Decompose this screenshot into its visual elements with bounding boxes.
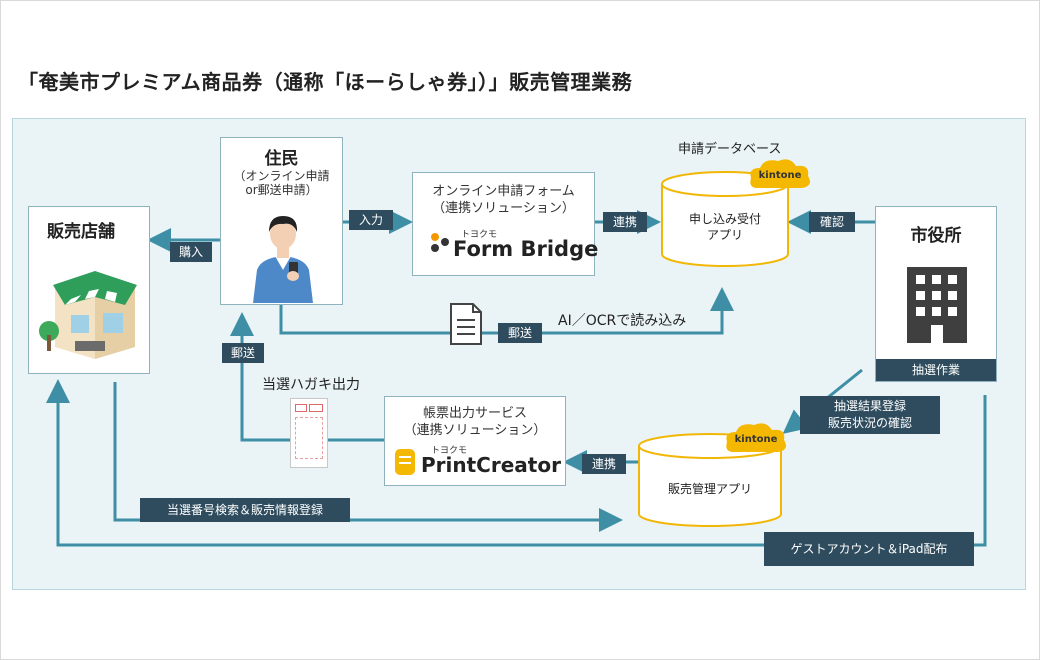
printcreator-logo-icon (395, 449, 415, 475)
label-postcard: 当選ハガキ出力 (262, 377, 360, 393)
document-icon (450, 303, 482, 345)
store-building-icon (39, 271, 137, 359)
label-ocr: AI／OCRで読み込み (558, 313, 687, 329)
label-link2: 連携 (582, 454, 626, 474)
cityhall-node: 市役所 抽選作業 (875, 206, 997, 382)
form-brand-small: トヨクモ (461, 230, 498, 240)
print-brand: PrintCreator (421, 453, 561, 477)
db1-caption: 申請データベース (678, 142, 782, 157)
db1-line1: 申し込み受付 (688, 212, 761, 226)
kintone-label-1: kintone (758, 170, 802, 181)
store-node: 販売店舗 (28, 206, 150, 374)
db2-cylinder (638, 433, 782, 527)
resident-title: 住民 (264, 149, 299, 169)
label-result1: 抽選結果登録 (833, 399, 906, 413)
label-result: 抽選結果登録 販売状況の確認 (800, 396, 940, 434)
form-bridge-node: オンライン申請フォーム （連携ソリューション） トヨクモ Form Bridge (412, 172, 599, 276)
postcard-icon (290, 398, 328, 468)
page-title: 「奄美市プレミアム商品券（通称「ほーらしゃ券」）」販売管理業務 (18, 70, 633, 94)
cityhall-label: 抽選作業 (876, 359, 996, 381)
resident-node: 住民 （オンライン申請 or郵送申請） (220, 137, 343, 305)
print-line2: （連携ソリューション） (403, 423, 547, 438)
print-creator-node: 帳票出力サービス （連携ソリューション） トヨクモ PrintCreator (384, 396, 566, 486)
store-title: 販売店舗 (47, 222, 115, 242)
cityhall-title: 市役所 (910, 226, 962, 246)
person-with-phone-icon (253, 216, 313, 303)
db2-line1: 販売管理アプリ (667, 482, 752, 496)
label-confirm: 確認 (809, 212, 855, 232)
label-purchase: 購入 (170, 242, 212, 262)
label-link1: 連携 (603, 212, 647, 232)
label-result2: 販売状況の確認 (827, 416, 912, 430)
print-brand-small: トヨクモ (431, 446, 468, 456)
form-line2: （連携ソリューション） (432, 201, 575, 216)
label-guest: ゲストアカウント＆iPad配布 (764, 532, 974, 566)
office-building-icon (907, 267, 967, 343)
form-line1: オンライン申請フォーム (432, 184, 575, 199)
print-line1: 帳票出力サービス (422, 406, 527, 421)
kintone-cloud-icon (750, 159, 810, 188)
kintone-cloud-icon (726, 423, 786, 452)
form-brand: Form Bridge (453, 237, 599, 261)
formbridge-logo-icon (429, 231, 451, 253)
label-mail1: 郵送 (498, 323, 542, 343)
label-mail2: 郵送 (222, 343, 264, 363)
db1-line2: アプリ (706, 228, 743, 242)
label-input: 入力 (349, 210, 393, 230)
resident-sub2: or郵送申請） (245, 183, 318, 197)
kintone-label-2: kintone (734, 434, 778, 445)
resident-sub1: （オンライン申請 (233, 169, 330, 183)
label-search: 当選番号検索＆販売情報登録 (140, 498, 350, 522)
